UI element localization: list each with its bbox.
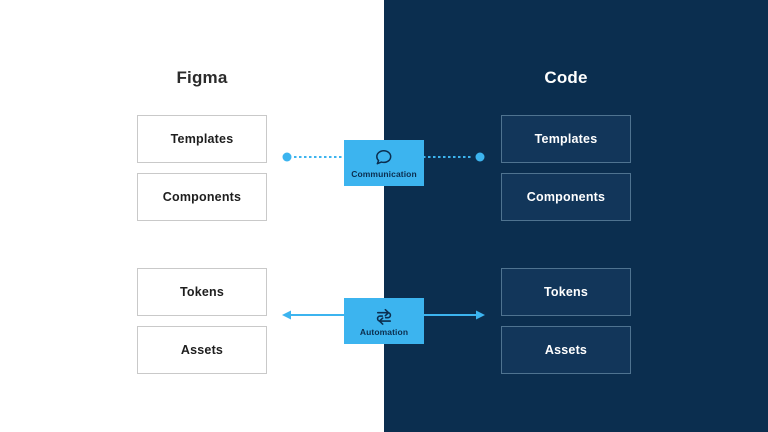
communication-badge[interactable]: Communication	[344, 140, 424, 186]
left-item-templates[interactable]: Templates	[137, 115, 267, 163]
left-item-components[interactable]: Components	[137, 173, 267, 221]
right-item-templates[interactable]: Templates	[501, 115, 631, 163]
communication-connector-right	[423, 147, 485, 167]
right-item-templates-label: Templates	[534, 132, 598, 146]
communication-badge-label: Communication	[351, 169, 417, 179]
left-item-components-label: Components	[162, 190, 242, 204]
right-item-assets[interactable]: Assets	[501, 326, 631, 374]
right-item-tokens-label: Tokens	[543, 285, 589, 299]
sync-arrows-icon	[374, 305, 394, 325]
automation-connector-left	[282, 305, 344, 325]
right-item-components-label: Components	[526, 190, 606, 204]
left-panel-title: Figma	[176, 68, 228, 87]
left-item-assets-label: Assets	[180, 343, 224, 357]
left-item-assets[interactable]: Assets	[137, 326, 267, 374]
automation-badge-label: Automation	[359, 327, 409, 337]
speech-bubble-icon	[374, 147, 394, 167]
right-item-tokens[interactable]: Tokens	[501, 268, 631, 316]
right-item-assets-label: Assets	[544, 343, 588, 357]
right-panel-title: Code	[544, 68, 588, 87]
left-item-tokens[interactable]: Tokens	[137, 268, 267, 316]
left-item-tokens-label: Tokens	[179, 285, 225, 299]
communication-connector-left	[282, 147, 344, 167]
left-item-templates-label: Templates	[170, 132, 234, 146]
right-item-components[interactable]: Components	[501, 173, 631, 221]
automation-badge[interactable]: Automation	[344, 298, 424, 344]
automation-connector-right	[423, 305, 485, 325]
